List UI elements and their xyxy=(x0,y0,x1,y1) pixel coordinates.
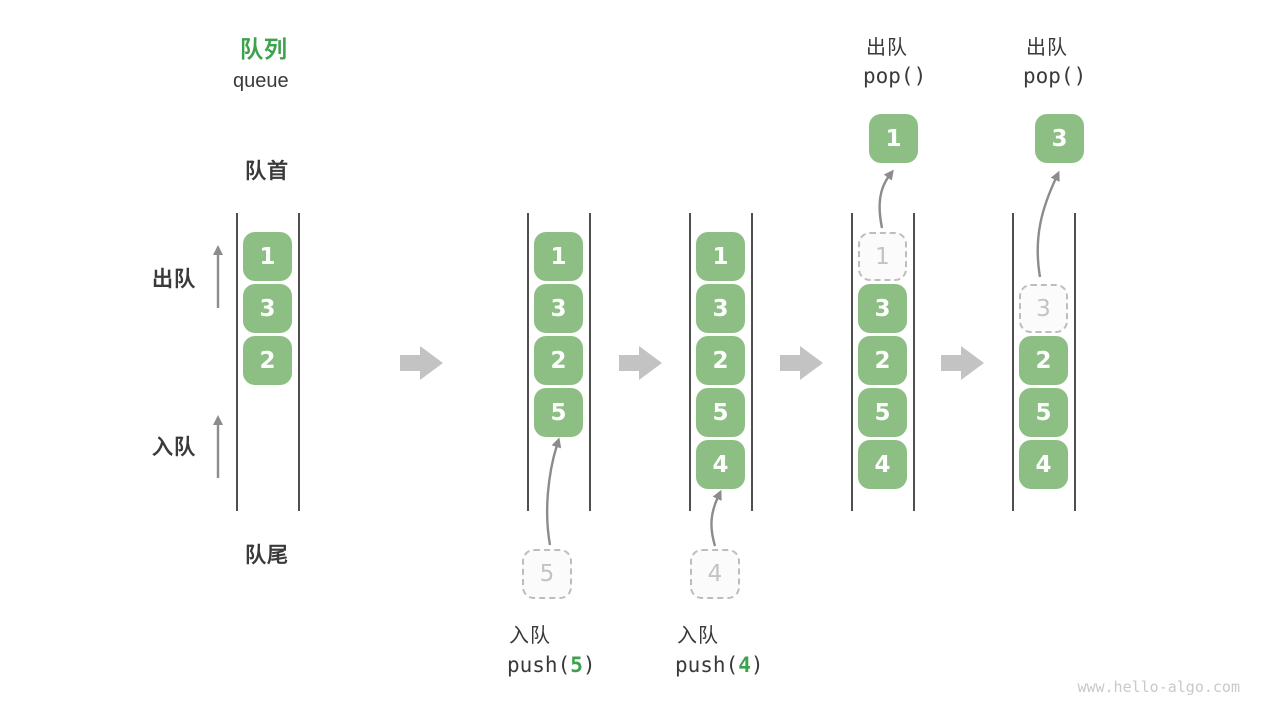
label-enqueue-side: 入队 xyxy=(152,436,196,459)
incoming-item-ghost: 4 xyxy=(690,549,740,599)
code-fn: push( xyxy=(507,653,571,677)
channel-wall xyxy=(913,213,915,511)
channel-wall xyxy=(689,213,691,511)
channel-wall xyxy=(1074,213,1076,511)
queue-item: 2 xyxy=(1019,336,1068,385)
popped-item: 1 xyxy=(869,114,918,163)
queue-item: 2 xyxy=(243,336,292,385)
queue-item: 2 xyxy=(696,336,745,385)
code-arg: 5 xyxy=(570,653,583,677)
dequeue-op-label: 出队 xyxy=(1026,37,1068,59)
dequeue-op-label: 出队 xyxy=(866,37,908,59)
channel-wall xyxy=(298,213,300,511)
channel-wall xyxy=(1012,213,1014,511)
incoming-item-ghost: 5 xyxy=(522,549,572,599)
label-dequeue-side: 出队 xyxy=(152,268,196,291)
code-arg: 4 xyxy=(738,653,751,677)
channel-wall xyxy=(236,213,238,511)
queue-item: 3 xyxy=(696,284,745,333)
popped-item: 3 xyxy=(1035,114,1084,163)
push-arrow-icon xyxy=(545,437,562,546)
queue-item: 5 xyxy=(696,388,745,437)
queue-item: 1 xyxy=(696,232,745,281)
diagram-title-zh: 队列 xyxy=(240,36,288,62)
right-block-arrow-icon xyxy=(780,346,823,380)
label-queue-front: 队首 xyxy=(245,160,289,183)
channel-wall xyxy=(751,213,753,511)
queue-item: 4 xyxy=(1019,440,1068,489)
right-block-arrow-icon xyxy=(941,346,984,380)
right-block-arrow-icon xyxy=(400,346,443,380)
queue-item: 3 xyxy=(534,284,583,333)
dequeue-op-code: pop() xyxy=(863,64,927,88)
enqueue-op-code: push(5) xyxy=(507,653,596,677)
pop-arrow-icon xyxy=(1036,170,1060,278)
queue-item: 4 xyxy=(858,440,907,489)
queue-item: 1 xyxy=(534,232,583,281)
code-fn: push( xyxy=(675,653,739,677)
queue-item: 4 xyxy=(696,440,745,489)
queue-item: 2 xyxy=(534,336,583,385)
removed-item-ghost: 3 xyxy=(1019,284,1068,333)
queue-item: 2 xyxy=(858,336,907,385)
queue-item: 5 xyxy=(858,388,907,437)
channel-wall xyxy=(589,213,591,511)
queue-item: 1 xyxy=(243,232,292,281)
queue-item: 5 xyxy=(1019,388,1068,437)
pop-arrow-icon xyxy=(878,169,894,229)
channel-wall xyxy=(851,213,853,511)
code-close: ) xyxy=(582,653,596,677)
dequeue-op-code: pop() xyxy=(1023,64,1087,88)
queue-item: 3 xyxy=(243,284,292,333)
enqueue-op-label: 入队 xyxy=(677,625,719,647)
removed-item-ghost: 1 xyxy=(858,232,907,281)
diagram-title-en: queue xyxy=(233,70,289,92)
channel-wall xyxy=(527,213,529,511)
push-arrow-icon xyxy=(710,489,722,547)
right-block-arrow-icon xyxy=(619,346,662,380)
label-queue-rear: 队尾 xyxy=(245,544,289,567)
code-close: ) xyxy=(750,653,764,677)
queue-item: 3 xyxy=(858,284,907,333)
watermark: www.hello-algo.com xyxy=(1077,678,1240,696)
queue-item: 5 xyxy=(534,388,583,437)
enqueue-op-label: 入队 xyxy=(509,625,551,647)
enqueue-op-code: push(4) xyxy=(675,653,764,677)
